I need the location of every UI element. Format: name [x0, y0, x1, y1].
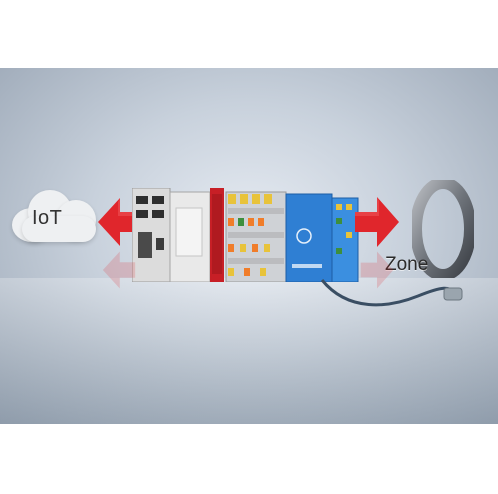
blue-ex-modules: [285, 193, 359, 282]
sensor-cable-icon: [320, 279, 463, 307]
zone-zero-numeral: [412, 180, 474, 278]
arrow-left-reflection: [98, 250, 140, 290]
zone-label: Zone: [385, 254, 429, 275]
scene-background: IoT: [0, 68, 498, 424]
industrial-controller-device: [132, 188, 359, 282]
floor-reflection-area: [0, 278, 498, 424]
iot-label: IoT: [32, 207, 63, 229]
arrow-right-icon: [355, 197, 399, 247]
terminal-blocks: [225, 191, 287, 282]
arrow-right-reflection: [355, 250, 399, 290]
cloud-icon: [8, 186, 104, 242]
